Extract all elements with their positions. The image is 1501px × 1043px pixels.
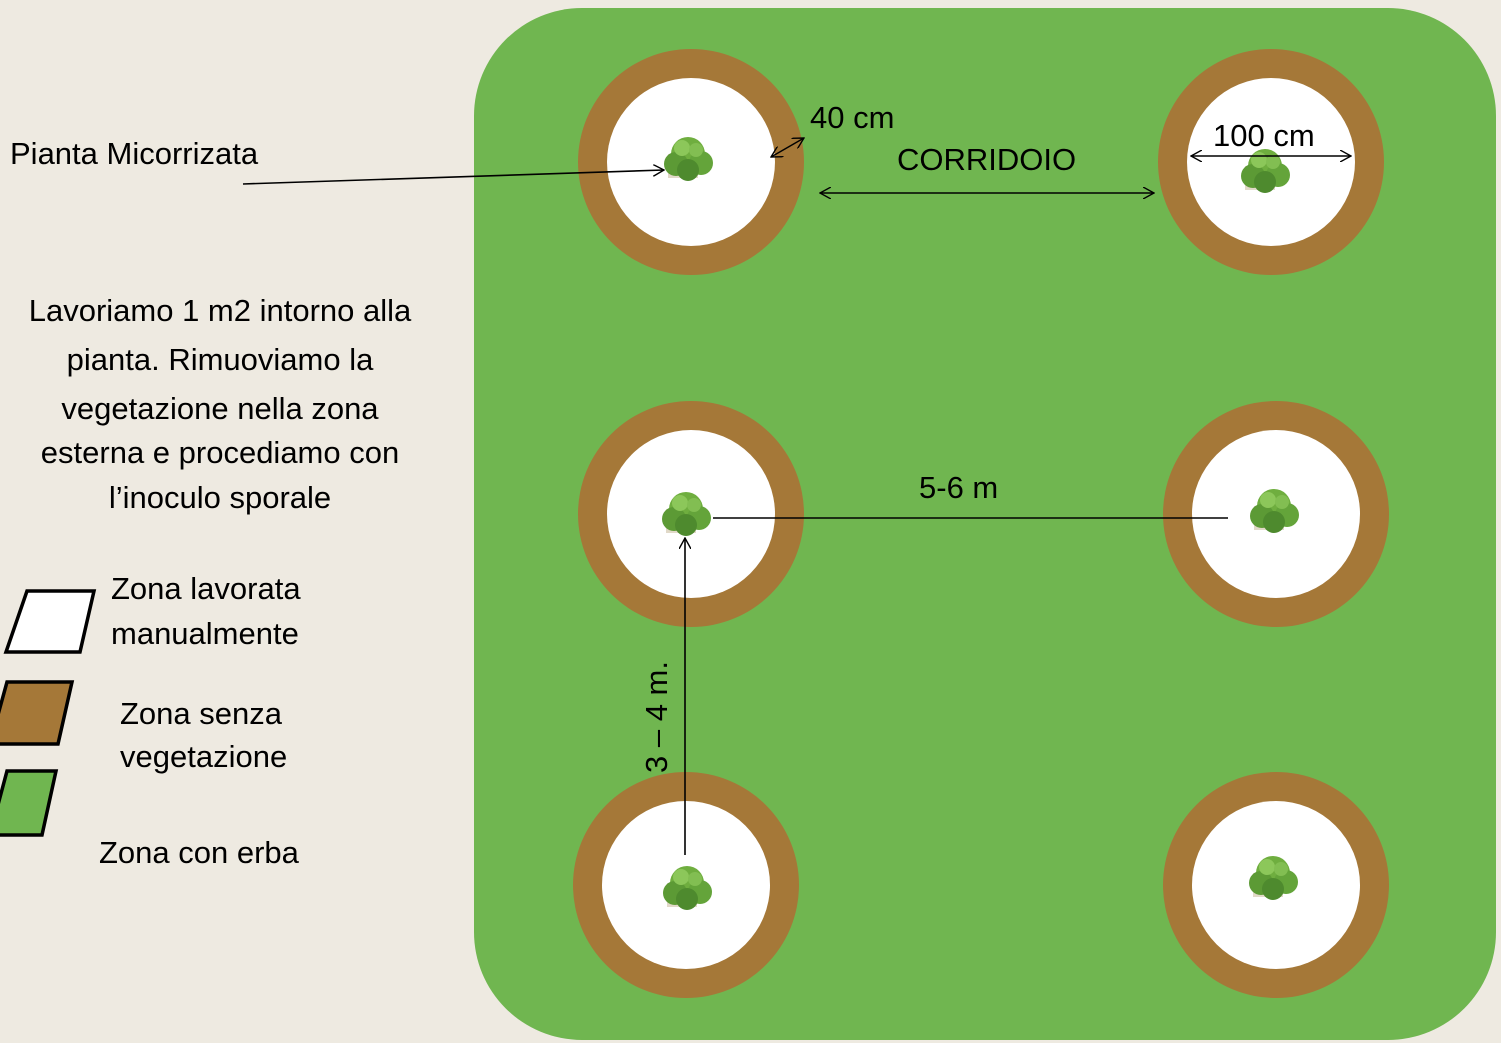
legend-label-worked-line1: Zona lavorata bbox=[111, 571, 301, 606]
legend-swatch-bare bbox=[0, 680, 75, 746]
plant-label: Pianta Micorrizata bbox=[10, 136, 259, 171]
row-spacing-label: 5-6 m bbox=[919, 470, 998, 505]
legend-label-grass: Zona con erba bbox=[99, 835, 299, 870]
legend-swatch-worked bbox=[3, 589, 97, 654]
legend-label-bare-line2: vegetazione bbox=[120, 739, 288, 774]
ring-width-label: 40 cm bbox=[810, 100, 894, 135]
description-line: pianta. Rimuoviamo la bbox=[66, 342, 374, 377]
description-line: esterna e procediamo con bbox=[40, 435, 400, 470]
legend-swatch-grass bbox=[0, 769, 59, 837]
column-spacing-label: 3 – 4 m. bbox=[639, 661, 674, 773]
corridor-label: CORRIDOIO bbox=[897, 142, 1076, 177]
description-line: vegetazione nella zona bbox=[61, 391, 379, 426]
ring-width-arrow bbox=[771, 138, 804, 157]
inner-diameter-label: 100 cm bbox=[1213, 118, 1315, 153]
description-line: l’inoculo sporale bbox=[108, 480, 332, 515]
plant-pointer-arrow bbox=[242, 170, 664, 185]
legend-label-bare-line1: Zona senza bbox=[120, 696, 282, 731]
legend-label-worked-line2: manualmente bbox=[111, 616, 299, 651]
description-line: Lavoriamo 1 m2 intorno alla bbox=[28, 293, 412, 328]
